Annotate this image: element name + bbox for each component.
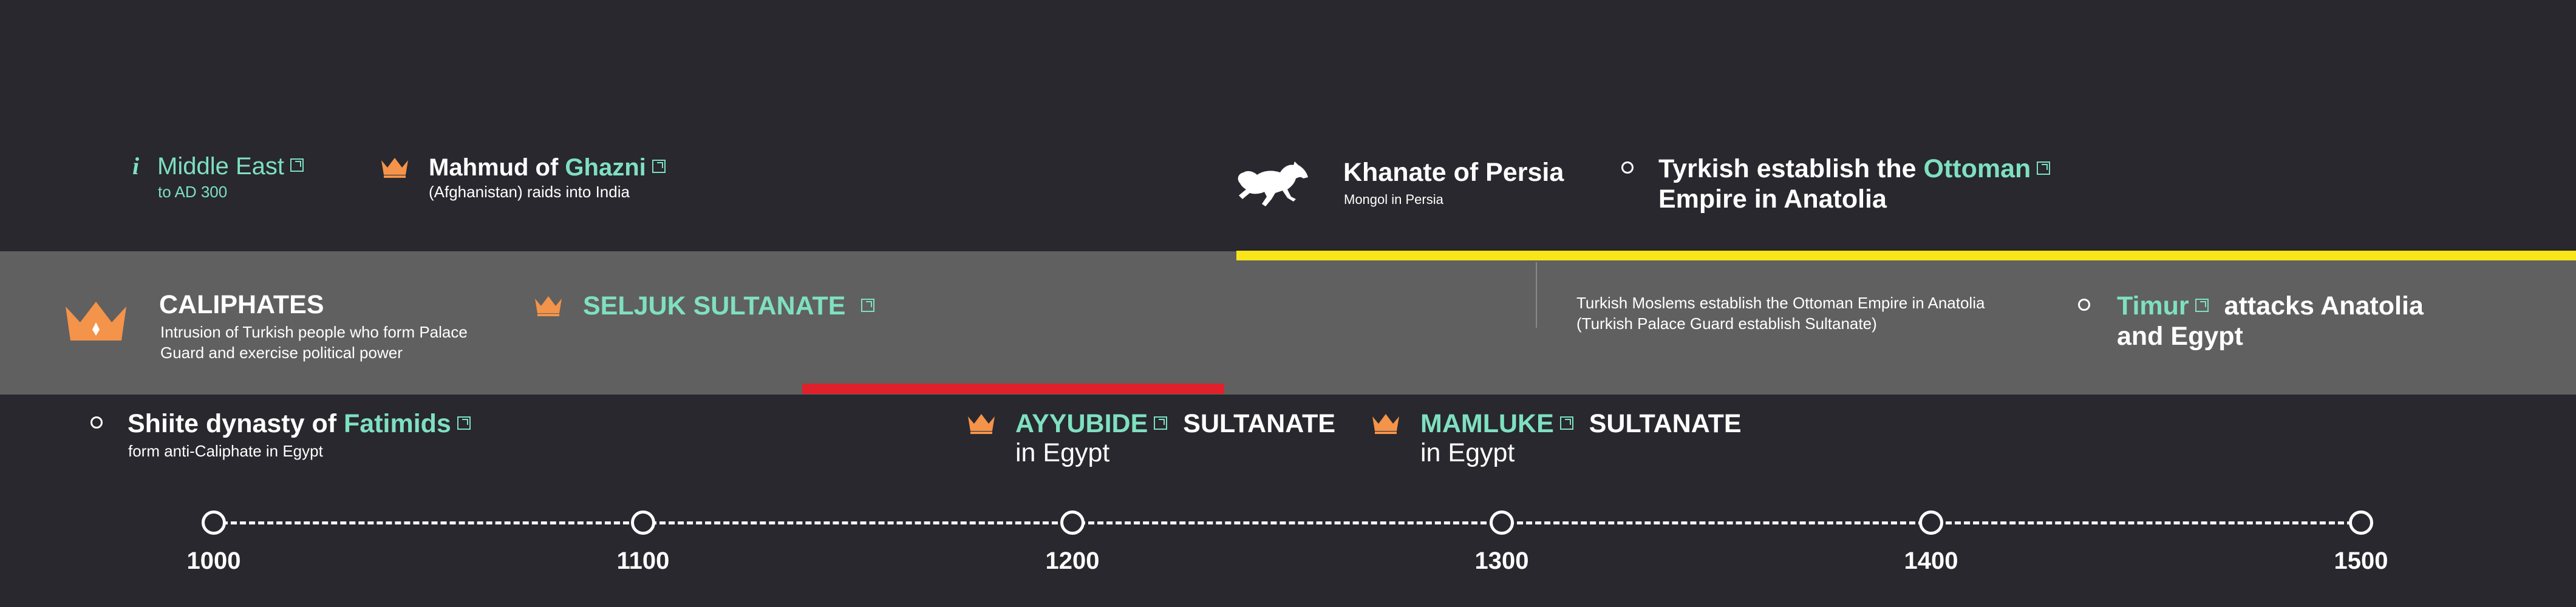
caliphates-title: CALIPHATES	[159, 290, 324, 319]
mahmud-sub: (Afghanistan) raids into India	[429, 183, 630, 201]
crown-icon	[381, 158, 408, 178]
ayyubide-link[interactable]: AYYUBIDE	[1015, 409, 1148, 438]
ottoman-title: Tyrkish establish the Ottoman	[1658, 154, 2051, 184]
timeline-axis	[213, 521, 2362, 524]
external-link-icon[interactable]	[2037, 161, 2051, 175]
ottoman-band-line1: Turkish Moslems establish the Ottoman Em…	[1576, 294, 1985, 312]
mamluke-link[interactable]: MAMLUKE	[1420, 409, 1554, 438]
axis-marker-1400[interactable]	[1919, 510, 1943, 535]
info-icon: i	[132, 152, 140, 180]
external-link-icon[interactable]	[1154, 416, 1168, 430]
ottoman-band-line2: (Turkish Palace Guard establish Sultanat…	[1576, 314, 1877, 333]
khanate-sub: Mongol in Persia	[1344, 192, 1443, 207]
fatimids-title: Shiite dynasty of Fatimids	[128, 409, 471, 439]
axis-year-label: 1400	[1904, 548, 1958, 574]
middle-east-sub: to AD 300	[158, 183, 228, 201]
axis-marker-1000[interactable]	[202, 510, 226, 535]
external-link-icon	[290, 158, 304, 172]
event-marker	[2078, 299, 2090, 311]
axis-year-label: 1100	[616, 548, 670, 574]
external-link-icon[interactable]	[652, 160, 666, 174]
external-link-icon[interactable]	[1559, 416, 1573, 430]
axis-year-label: 1300	[1474, 548, 1529, 574]
axis-marker-1100[interactable]	[631, 510, 655, 535]
seljuk-link[interactable]: SELJUK SULTANATE	[583, 291, 875, 321]
ottoman-link[interactable]: Ottoman	[1923, 154, 2031, 183]
axis-marker-1300[interactable]	[1490, 510, 1514, 535]
crown-icon	[535, 296, 562, 316]
horse-icon	[1238, 161, 1308, 206]
external-link-icon[interactable]	[2195, 298, 2209, 312]
external-link-icon[interactable]	[457, 416, 471, 430]
caliphates-sub2: Guard and exercise political power	[160, 344, 403, 362]
middle-east-link[interactable]: Middle East	[157, 153, 304, 180]
crown-icon	[1372, 414, 1399, 434]
mahmud-title: Mahmud of Ghazni	[429, 154, 666, 181]
mongol-period-line	[1236, 251, 2576, 260]
caliphates-sub1: Intrusion of Turkish people who form Pal…	[160, 323, 468, 341]
ghazni-link[interactable]: Ghazni	[565, 154, 646, 181]
mamluke-line2: in Egypt	[1420, 438, 1515, 467]
timur-link[interactable]: Timur	[2117, 291, 2189, 320]
khanate-title: Khanate of Persia	[1343, 158, 1564, 187]
axis-year-label: 1500	[2334, 548, 2388, 574]
timur-line2: and Egypt	[2117, 322, 2243, 351]
ayyubide-period-line	[802, 384, 1224, 394]
crown-icon	[968, 414, 995, 434]
era-band	[0, 251, 2576, 395]
axis-year-label: 1000	[186, 548, 241, 574]
ayyubide-line2: in Egypt	[1015, 438, 1110, 467]
external-link-icon	[861, 298, 875, 312]
axis-marker-1500[interactable]	[2349, 510, 2373, 535]
axis-year-label: 1200	[1045, 548, 1100, 574]
crown-icon	[66, 302, 126, 341]
fatimids-sub: form anti-Caliphate in Egypt	[128, 442, 323, 460]
fatimids-link[interactable]: Fatimids	[344, 409, 451, 438]
ottoman-line2: Empire in Anatolia	[1658, 185, 1887, 214]
event-marker	[90, 416, 103, 429]
axis-marker-1200[interactable]	[1060, 510, 1085, 535]
band-divider	[1536, 262, 1537, 328]
event-marker	[1621, 161, 1634, 174]
